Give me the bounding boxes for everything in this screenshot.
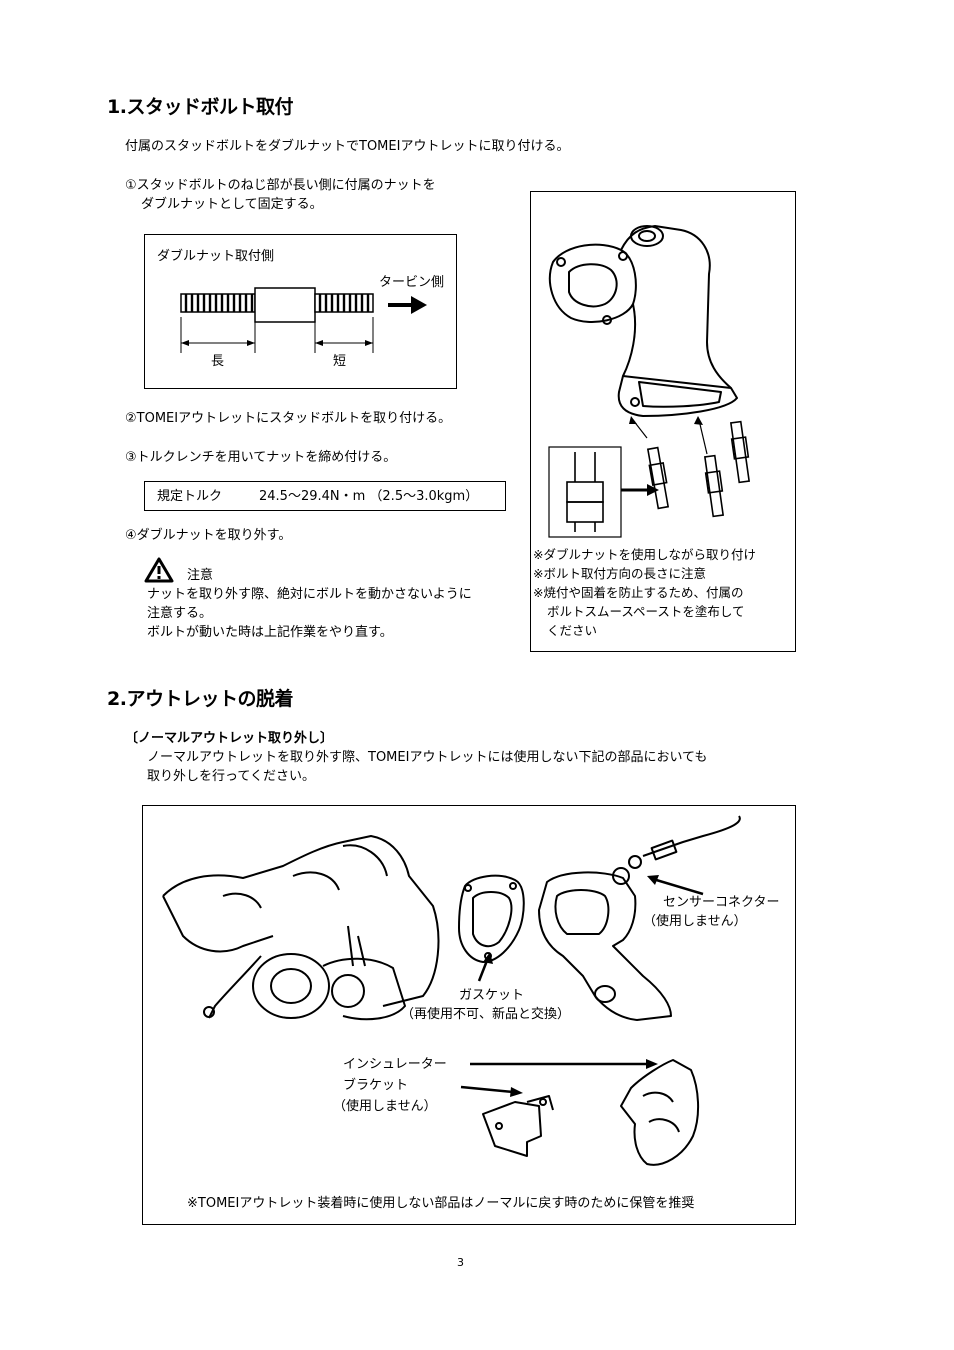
- caution-title: 注意: [187, 568, 214, 583]
- figure-footer-note: ※TOMEIアウトレット装着時に使用しない部品はノーマルに戻す時のために保管を推…: [187, 1196, 695, 1211]
- bolt-label-long: 長: [211, 354, 225, 369]
- section2-body-line2: 取り外しを行ってください。: [147, 769, 315, 784]
- parts-figure-box: センサーコネクター （使用しません） ガスケット （再使用不可、新品と交換） イ…: [142, 805, 796, 1225]
- bolt-label-turbine: タービン側: [379, 275, 445, 290]
- label-bracket: ブラケット: [343, 1078, 409, 1093]
- step4: ④ダブルナットを取り外す。: [125, 528, 292, 543]
- right-note-5: ください: [547, 623, 598, 638]
- right-note-1: ※ダブルナットを使用しながら取り付け: [533, 547, 756, 562]
- section2-subheading: 〔ノーマルアウトレット取り外し〕: [125, 731, 334, 746]
- label-sensor-note: （使用しません）: [643, 914, 747, 929]
- torque-value: 24.5〜29.4N・m （2.5〜3.0kgm）: [259, 489, 479, 504]
- section1-intro: 付属のスタッドボルトをダブルナットでTOMEIアウトレットに取り付ける。: [125, 139, 570, 154]
- torque-label: 規定トルク: [157, 489, 223, 504]
- caution-line1: ナットを取り外す際、絶対にボルトを動かさないように: [147, 587, 472, 602]
- section2-body-line1: ノーマルアウトレットを取り外す際、TOMEIアウトレットには使用しない下記の部品…: [147, 750, 708, 765]
- page-number: 3: [457, 1256, 464, 1269]
- label-insulator: インシュレーター: [343, 1057, 447, 1072]
- label-sensor-connector: センサーコネクター: [663, 895, 780, 910]
- label-bracket-note: （使用しません）: [333, 1099, 437, 1114]
- stud-bolt-drawing: [180, 287, 427, 353]
- outlet-stud-drawing: [548, 225, 751, 538]
- outlet-illustration-box: ※ダブルナットを使用しながら取り付け ※ボルト取付方向の長さに注意 ※焼付や固着…: [530, 191, 796, 652]
- right-note-3: ※焼付や固着を防止するため、付属の: [533, 585, 744, 600]
- label-gasket: ガスケット: [459, 988, 525, 1003]
- bolt-label-double-nut: ダブルナット取付側: [157, 249, 275, 264]
- right-note-4: ボルトスムースペーストを塗布して: [547, 604, 745, 619]
- bolt-label-short: 短: [333, 354, 347, 369]
- step2: ②TOMEIアウトレットにスタッドボルトを取り付ける。: [125, 411, 452, 426]
- torque-box: 規定トルク 24.5〜29.4N・m （2.5〜3.0kgm）: [144, 481, 506, 511]
- section2-heading: 2.アウトレットの脱着: [107, 688, 293, 710]
- label-gasket-note: （再使用不可、新品と交換）: [401, 1007, 571, 1022]
- step1-line2: ダブルナットとして固定する。: [141, 197, 323, 212]
- parts-drawing: [162, 815, 741, 1166]
- caution-line2: 注意する。: [147, 606, 213, 621]
- right-note-2: ※ボルト取付方向の長さに注意: [533, 566, 706, 581]
- caution-line3: ボルトが動いた時は上記作業をやり直す。: [147, 625, 393, 640]
- step3: ③トルクレンチを用いてナットを締め付ける。: [125, 450, 397, 465]
- warning-icon: [144, 557, 174, 583]
- bolt-diagram: ダブルナット取付側 タービン側: [144, 234, 457, 389]
- section1-heading: 1.スタッドボルト取付: [107, 96, 293, 118]
- step1-line1: ①スタッドボルトのねじ部が長い側に付属のナットを: [125, 178, 436, 193]
